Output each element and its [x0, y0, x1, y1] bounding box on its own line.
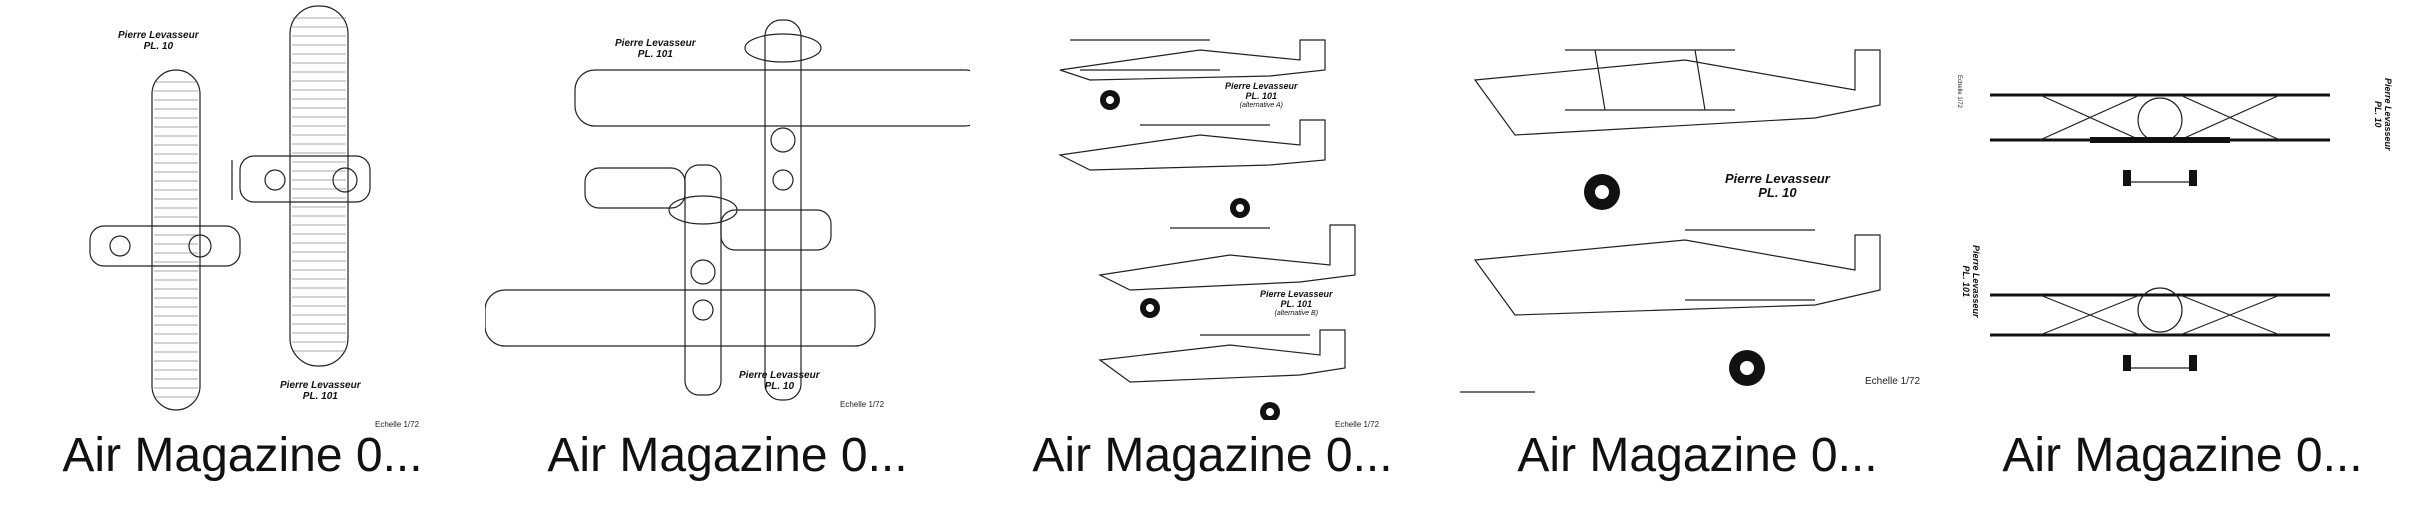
aircraft-label: Pierre Levasseur	[739, 370, 820, 381]
aircraft-label: Pierre Levasseur	[2383, 78, 2393, 151]
scale-label: Echelle 1/72	[1956, 75, 1962, 109]
aircraft-label: Pierre Levasseur	[1260, 289, 1333, 299]
aircraft-label: Pierre Levasseur	[280, 380, 361, 391]
scale-label: Echelle 1/72	[1865, 376, 1921, 387]
scale-label: Echelle 1/72	[1335, 420, 1380, 429]
variant-note: (alternative B)	[1274, 309, 1319, 317]
result-caption[interactable]: Air Magazine 0...	[1517, 429, 1878, 482]
aircraft-model: PL. 101	[1245, 90, 1278, 101]
aircraft-model: PL. 10	[143, 41, 174, 52]
image-result-1[interactable]: Pierre Levasseur PL. 10 Pierre Levasseur…	[0, 0, 485, 509]
result-caption[interactable]: Air Magazine 0...	[2002, 429, 2363, 482]
thumbnail-image-3[interactable]: Pierre Levasseur PL. 101 (alternative A)…	[970, 0, 1455, 429]
aircraft-model: PL. 10	[2373, 101, 2384, 128]
thumbnail-image-4[interactable]: Pierre Levasseur PL. 10 Echelle 1/72	[1455, 0, 1940, 420]
result-caption[interactable]: Air Magazine 0...	[547, 429, 908, 482]
scale-label: Echelle 1/72	[375, 420, 420, 429]
aircraft-label: Pierre Levasseur	[1971, 245, 1981, 318]
aircraft-model: PL. 101	[302, 391, 338, 402]
thumbnail-image-5[interactable]: Pierre Levasseur PL. 10 Pierre Levasseur…	[1940, 0, 2425, 420]
image-result-3[interactable]: Pierre Levasseur PL. 101 (alternative A)…	[970, 0, 1455, 509]
image-result-2[interactable]: Pierre Levasseur PL. 101 Pierre Levasseu…	[485, 0, 970, 509]
result-caption[interactable]: Air Magazine 0...	[62, 429, 423, 482]
aircraft-label: Pierre Levasseur	[615, 38, 696, 49]
thumbnail-image-2[interactable]: Pierre Levasseur PL. 101 Pierre Levasseu…	[485, 0, 970, 420]
image-result-5[interactable]: Pierre Levasseur PL. 10 Pierre Levasseur…	[1940, 0, 2425, 509]
aircraft-model: PL. 101	[637, 49, 673, 60]
aircraft-model: PL. 10	[1758, 185, 1797, 201]
aircraft-label: Pierre Levasseur	[1725, 171, 1830, 186]
result-caption[interactable]: Air Magazine 0...	[1032, 429, 1393, 482]
variant-note: (alternative A)	[1239, 101, 1283, 109]
thumbnail-image-1[interactable]: Pierre Levasseur PL. 10 Pierre Levasseur…	[0, 0, 485, 429]
aircraft-model: PL. 10	[764, 381, 795, 392]
aircraft-model: PL. 101	[1961, 265, 1972, 298]
scale-label: Echelle 1/72	[840, 400, 885, 409]
aircraft-model: PL. 101	[1280, 298, 1313, 309]
aircraft-label: Pierre Levasseur	[1225, 81, 1298, 91]
aircraft-label: Pierre Levasseur	[118, 30, 199, 41]
image-result-4[interactable]: Pierre Levasseur PL. 10 Echelle 1/72 Air…	[1455, 0, 1940, 509]
